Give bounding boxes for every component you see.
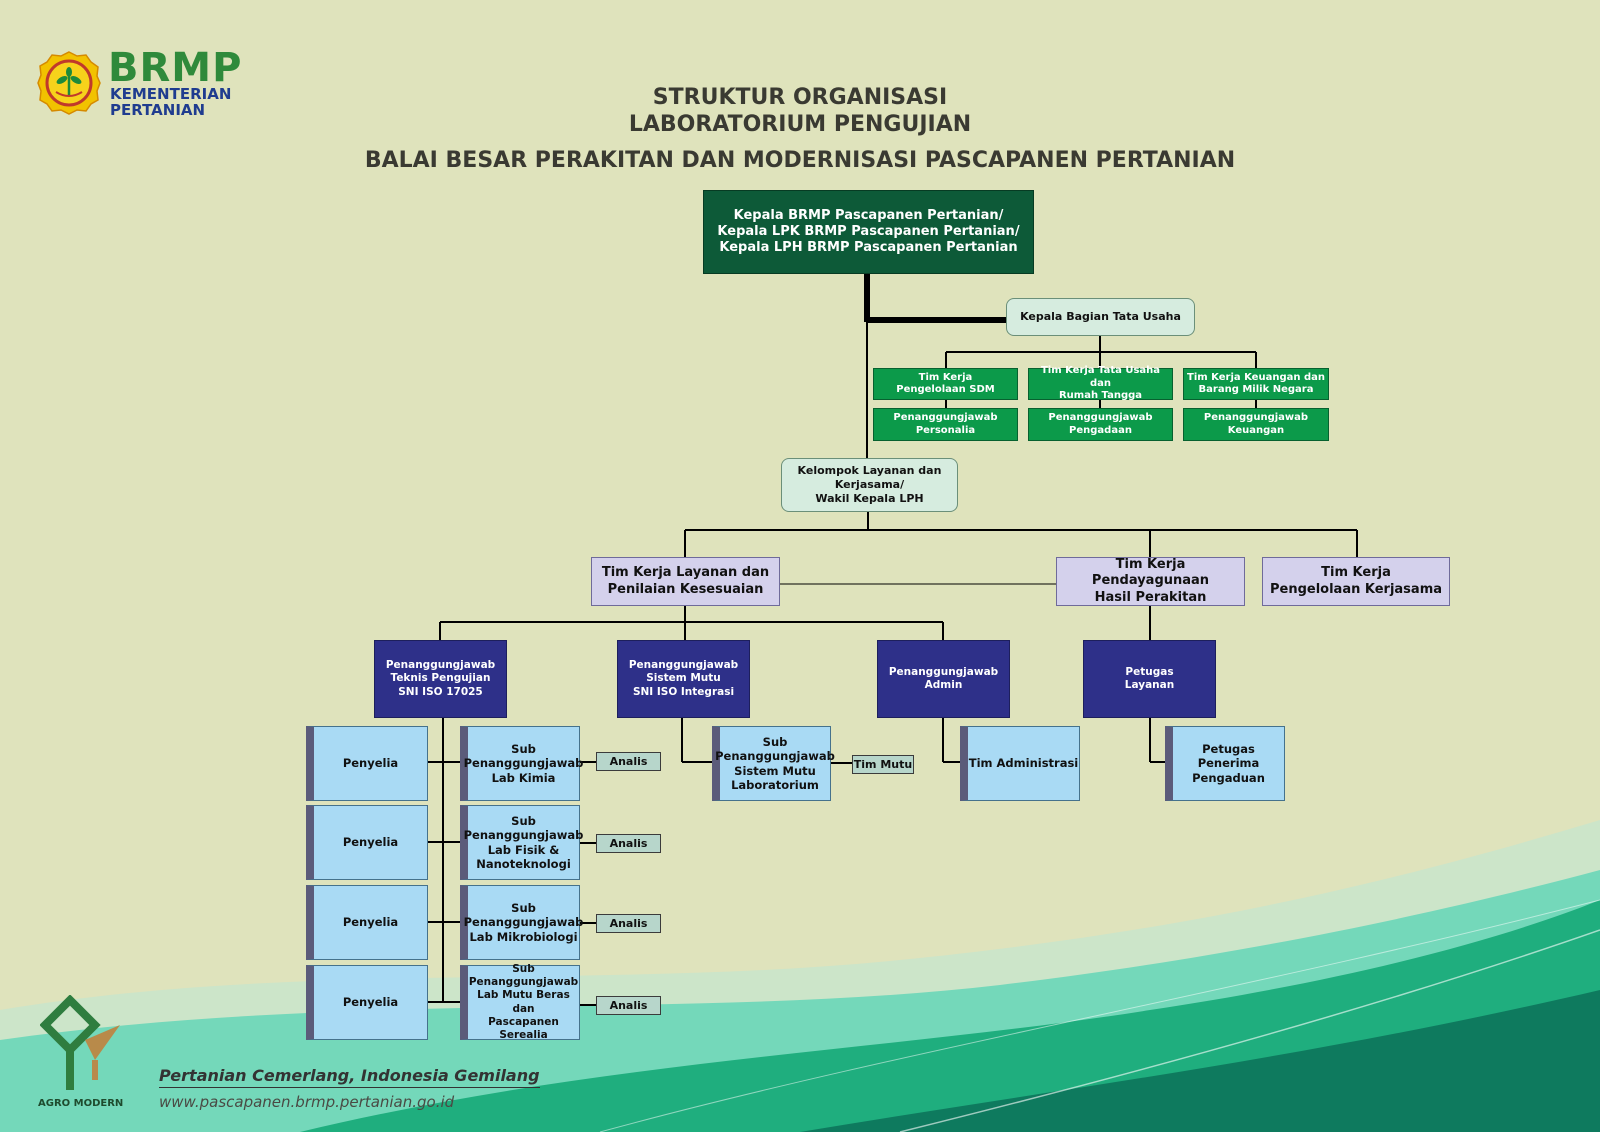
- node-pj-sistem-mutu: Penanggungjawab Sistem Mutu SNI ISO Inte…: [617, 640, 750, 718]
- node-kepala: Kepala BRMP Pascapanen Pertanian/ Kepala…: [703, 190, 1034, 274]
- node-petugas-pengaduan: Petugas Penerima Pengaduan: [1165, 726, 1285, 801]
- title-line3: BALAI BESAR PERAKITAN DAN MODERNISASI PA…: [364, 148, 1236, 173]
- node-pj-keuangan: Penanggungjawab Keuangan: [1183, 408, 1329, 441]
- node-sub-lab-kimia: Sub Penanggungjawab Lab Kimia: [460, 726, 583, 801]
- node-penyelia: Penyelia: [306, 805, 428, 880]
- node-pj-admin: Penanggungjawab Admin: [877, 640, 1010, 718]
- node-sub-lab-fisik: Sub Penanggungjawab Lab Fisik & Nanotekn…: [460, 805, 583, 880]
- node-tk-layanan: Tim Kerja Layanan dan Penilaian Kesesuai…: [591, 557, 780, 606]
- title-line2: LABORATORIUM PENGUJIAN: [628, 112, 972, 137]
- agro-modern-logo-icon: [40, 995, 120, 1090]
- node-analis: Analis: [596, 996, 661, 1015]
- node-tk-kerjasama: Tim Kerja Pengelolaan Kerjasama: [1262, 557, 1450, 606]
- node-sub-sistem-mutu: Sub Penanggungjawab Sistem Mutu Laborato…: [712, 726, 835, 801]
- node-penyelia: Penyelia: [306, 965, 428, 1040]
- kementan-emblem-icon: [37, 51, 101, 115]
- node-tk-pendayagunaan: Tim Kerja Pendayagunaan Hasil Perakitan: [1056, 557, 1245, 606]
- footer-slogan: Pertanian Cemerlang, Indonesia Gemilang: [159, 1066, 540, 1088]
- node-tim-mutu: Tim Mutu: [852, 755, 914, 774]
- node-tk-rumah-tangga: Tim Kerja Tata Usaha dan Rumah Tangga: [1028, 365, 1173, 401]
- logo-line2: PERTANIAN: [110, 101, 206, 119]
- footer-url[interactable]: www.pascapanen.brmp.pertanian.go.id: [159, 1093, 455, 1111]
- title-line1: STRUKTUR ORGANISASI: [652, 85, 948, 110]
- node-kelompok-layanan: Kelompok Layanan dan Kerjasama/ Wakil Ke…: [781, 458, 958, 512]
- node-analis: Analis: [596, 914, 661, 933]
- node-petugas-layanan: Petugas Layanan: [1083, 640, 1216, 718]
- node-tk-keuangan: Tim Kerja Keuangan dan Barang Milik Nega…: [1183, 368, 1329, 400]
- node-pj-teknis: Penanggungjawab Teknis Pengujian SNI ISO…: [374, 640, 507, 718]
- node-analis: Analis: [596, 834, 661, 853]
- logo-line1: KEMENTERIAN: [110, 85, 232, 103]
- node-analis: Analis: [596, 752, 661, 771]
- node-penyelia: Penyelia: [306, 726, 428, 801]
- node-sub-lab-mikrobiologi: Sub Penanggungjawab Lab Mikrobiologi: [460, 885, 583, 960]
- node-tim-administrasi: Tim Administrasi: [960, 726, 1080, 801]
- node-penyelia: Penyelia: [306, 885, 428, 960]
- agro-modern-label: AGRO MODERN: [38, 1098, 124, 1109]
- node-tk-sdm: Tim Kerja Pengelolaan SDM: [873, 368, 1018, 400]
- node-sub-lab-mutu-beras: Sub Penanggungjawab Lab Mutu Beras dan P…: [460, 963, 580, 1041]
- logo-brand: BRMP: [108, 45, 243, 91]
- node-pj-personalia: Penanggungjawab Personalia: [873, 408, 1018, 441]
- node-pj-pengadaan: Penanggungjawab Pengadaan: [1028, 408, 1173, 441]
- node-kepala-tata-usaha: Kepala Bagian Tata Usaha: [1006, 298, 1195, 336]
